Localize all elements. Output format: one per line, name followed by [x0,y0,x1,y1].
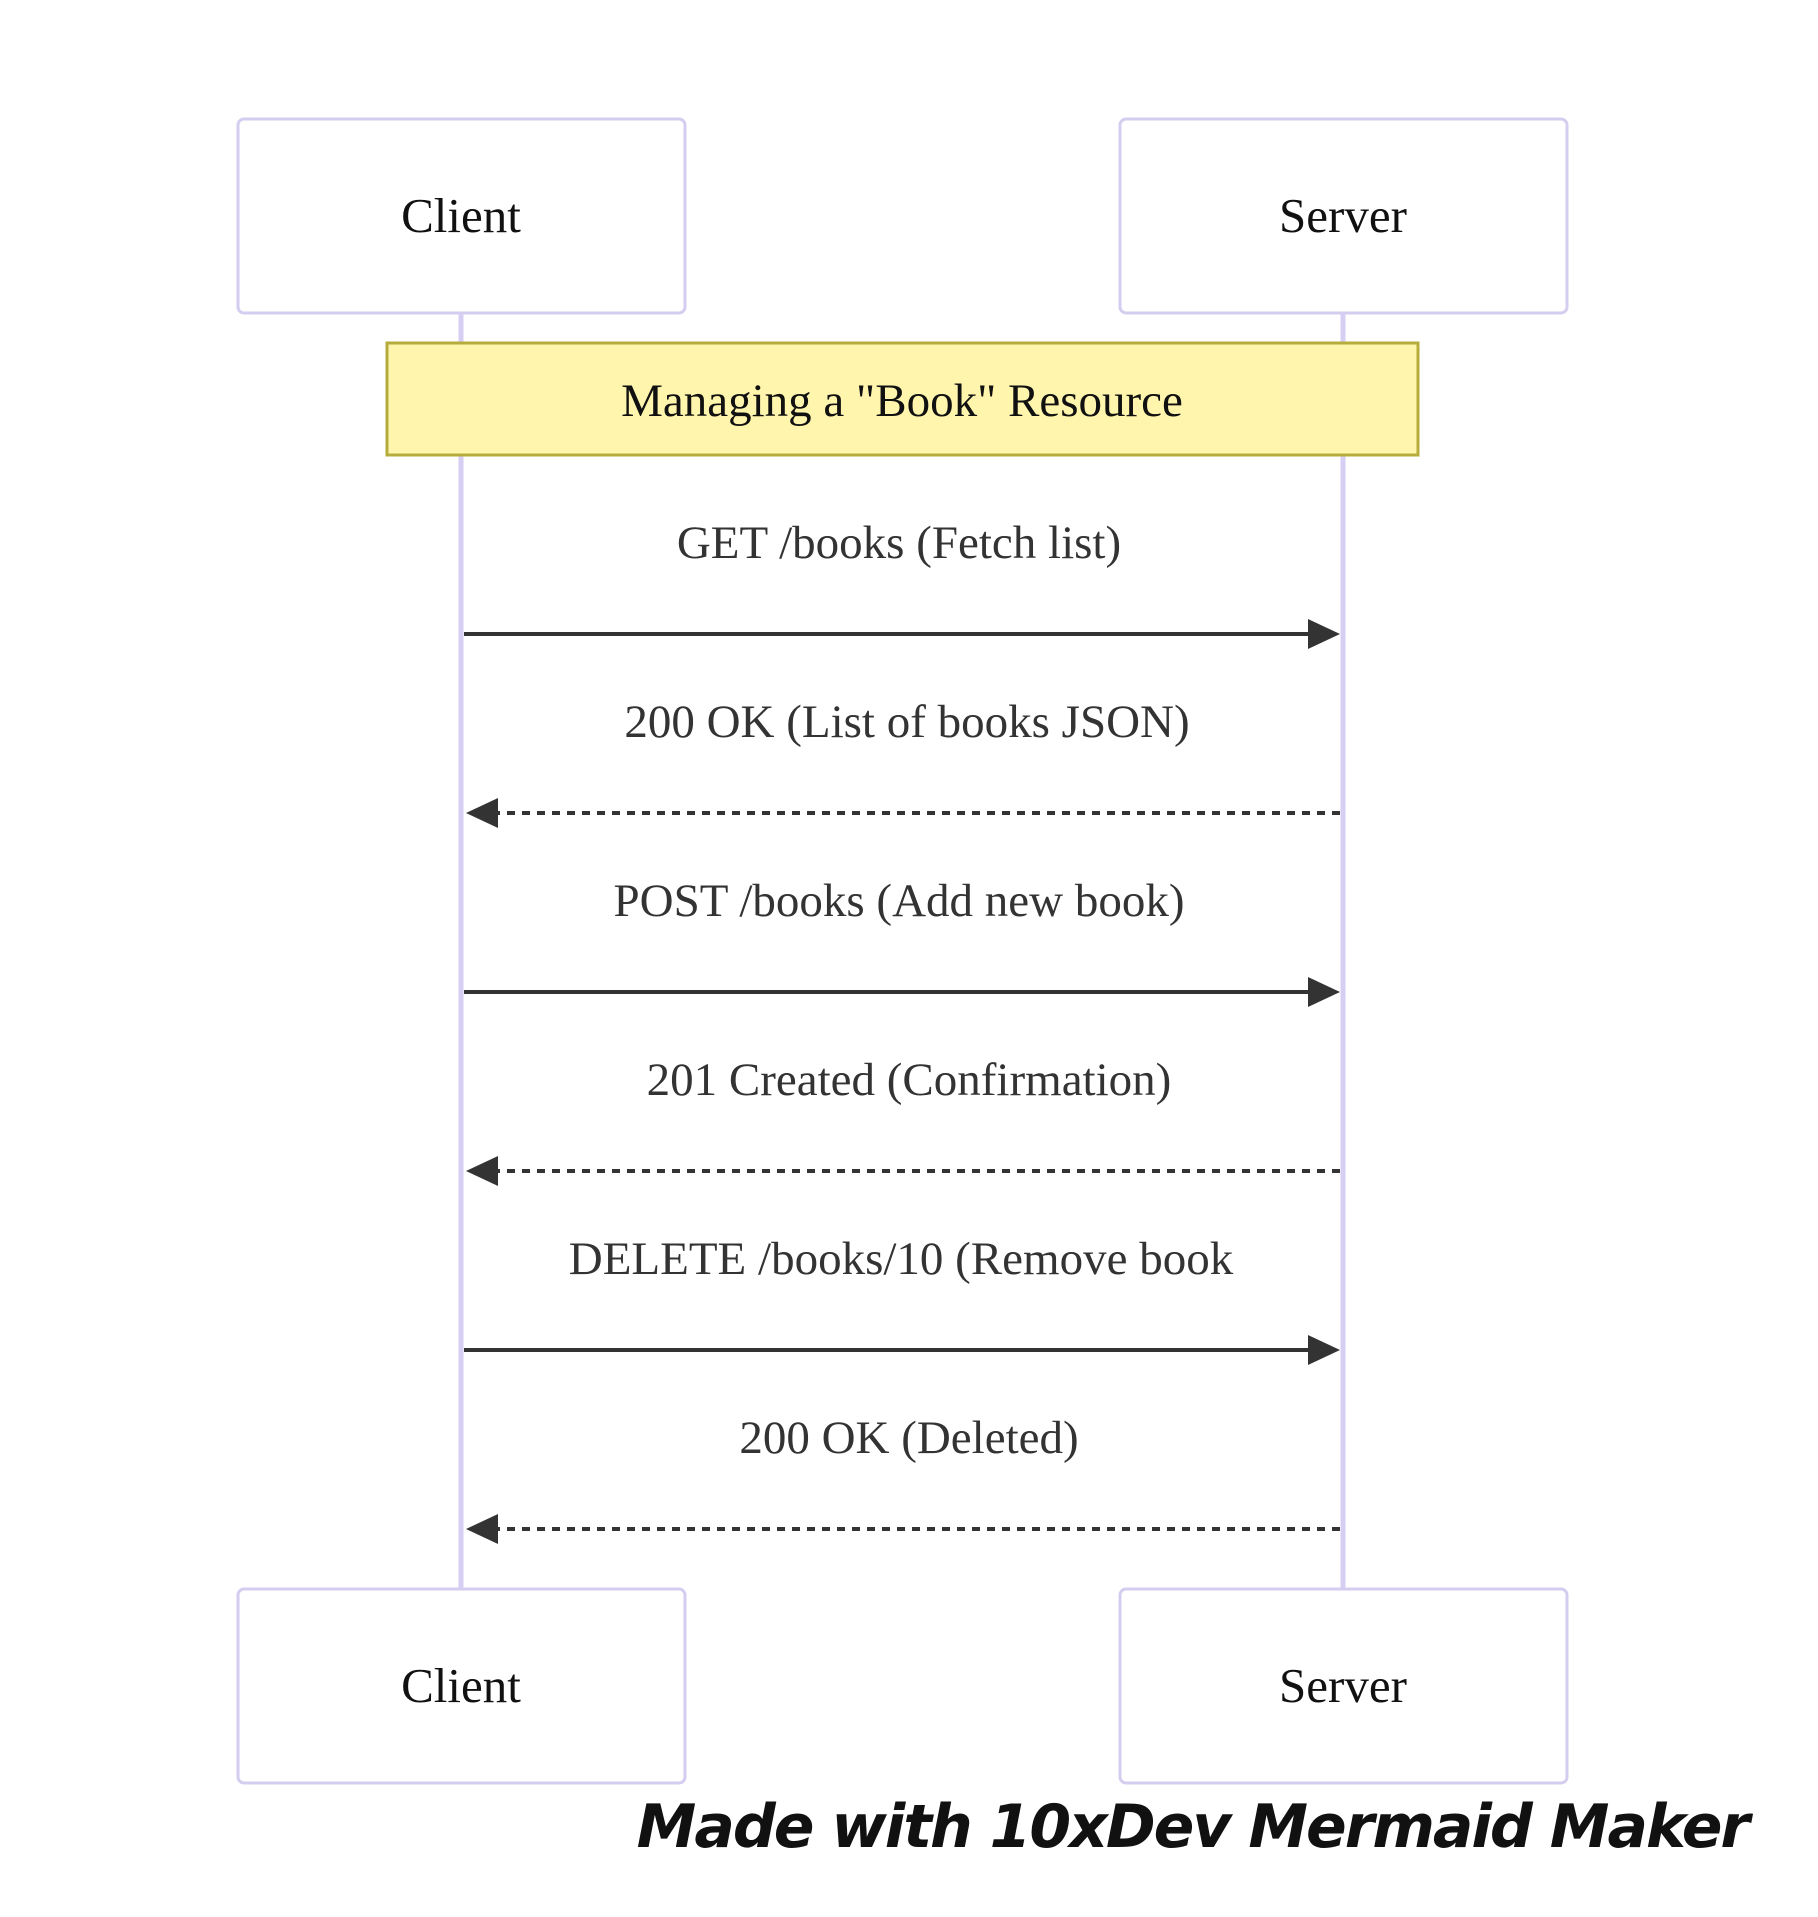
message-label: 201 Created (Confirmation) [647,1054,1172,1106]
arrow-head-left [466,1156,498,1186]
message-post-books: POST /books (Add new book) [464,875,1340,1007]
note-over-client-server: Managing a "Book" Resource [385,341,1420,457]
message-get-books: GET /books (Fetch list) [464,517,1340,649]
message-delete-book: DELETE /books/10 (Remove book [464,1233,1340,1365]
message-label: DELETE /books/10 (Remove book [569,1233,1234,1285]
actor-client-top-label: Client [401,188,521,243]
message-200-ok-list: 200 OK (List of books JSON) [466,696,1340,828]
message-label: POST /books (Add new book) [614,875,1185,927]
arrow-head-right [1308,977,1340,1007]
message-label: GET /books (Fetch list) [677,517,1121,569]
watermark-text: Made with 10xDev Mermaid Maker [637,1792,1754,1862]
message-201-created: 201 Created (Confirmation) [466,1054,1340,1186]
arrow-head-left [466,798,498,828]
actor-server-top: Server [1118,117,1569,315]
message-200-ok-deleted: 200 OK (Deleted) [466,1412,1340,1544]
note-text: Managing a "Book" Resource [621,375,1183,427]
message-label: 200 OK (List of books JSON) [624,696,1189,748]
actor-server-bottom: Server [1118,1587,1569,1785]
actor-client-top: Client [236,117,687,315]
actor-client-bottom-label: Client [401,1658,521,1713]
actor-client-bottom: Client [236,1587,687,1785]
actor-server-bottom-label: Server [1279,1658,1407,1713]
arrow-head-right [1308,1335,1340,1365]
message-label: 200 OK (Deleted) [739,1412,1078,1464]
arrow-head-right [1308,619,1340,649]
arrow-head-left [466,1514,498,1544]
note-box [385,341,1420,457]
actor-server-top-label: Server [1279,188,1407,243]
